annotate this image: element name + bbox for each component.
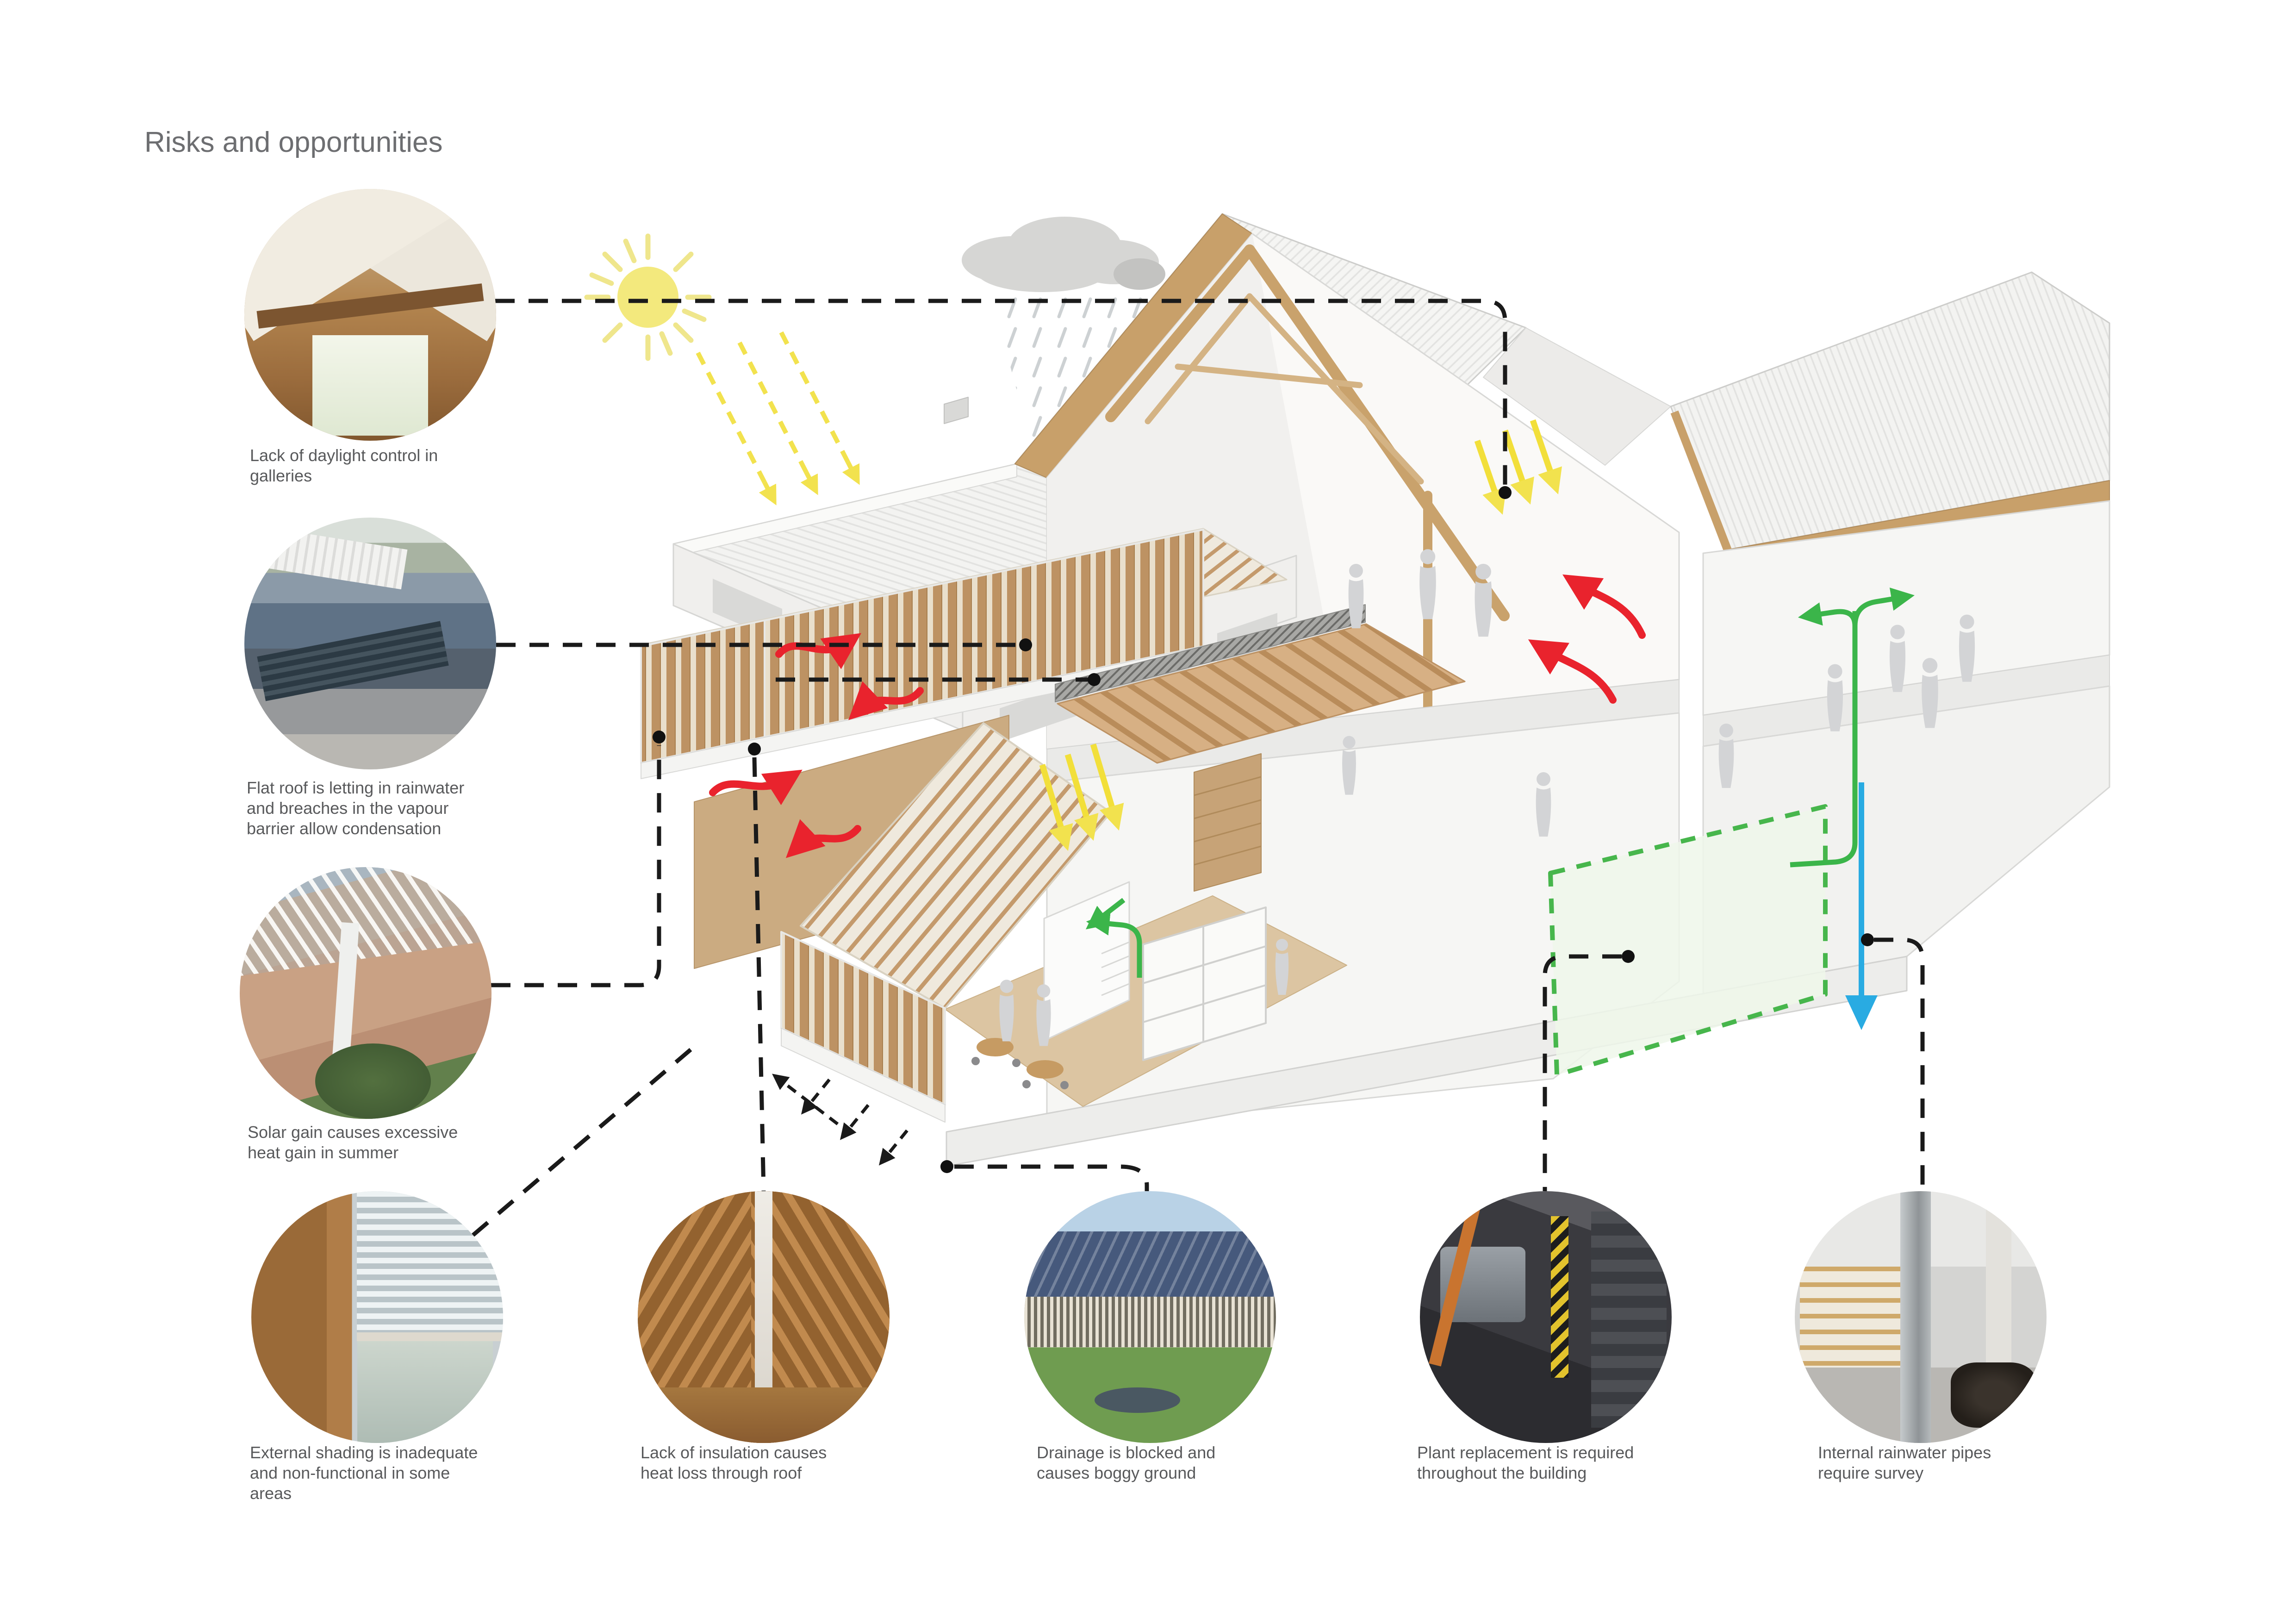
glazing-shape	[1024, 1231, 1276, 1297]
caption-daylight-galleries: Lack of daylight control in galleries	[250, 446, 438, 485]
solar-ray-arrows-yellow	[696, 331, 1562, 851]
leader-drainage	[954, 1164, 1149, 1191]
metal-pipe-shape	[1900, 1191, 1931, 1443]
rainwater-pipe-blue	[1845, 782, 1878, 1030]
lower-window-shape	[357, 1332, 493, 1443]
rain-cloud-icon	[962, 217, 1165, 292]
gutter-grille	[1055, 604, 1366, 702]
page-title: Risks and opportunities	[144, 126, 443, 158]
caption-solar-gain: Solar gain causes excessive heat gain in…	[248, 1123, 458, 1162]
leader-rainwater	[1874, 937, 1925, 1191]
plant-zone-outline	[1548, 804, 1828, 1077]
timber-wall-shape	[638, 1387, 890, 1443]
photo-drainage	[1024, 1191, 1276, 1443]
building-volumes	[640, 213, 2110, 1167]
leader-flow-arrows	[772, 1074, 908, 1166]
photo-roof-insulation	[638, 1191, 890, 1443]
puddle-shape	[1095, 1387, 1181, 1413]
window-frame-shape	[357, 1332, 503, 1341]
heat-loss-arrows-red	[709, 574, 1646, 858]
caption-plant-replacement: Plant replacement is required throughout…	[1417, 1443, 1634, 1482]
timber-deck	[1057, 623, 1466, 764]
blind-slats-shape	[357, 1191, 503, 1337]
column-shape	[1986, 1191, 2011, 1368]
ridge-beam-shape	[754, 1191, 773, 1423]
photo-plant-room	[1420, 1191, 1672, 1443]
photo-daylight-galleries	[244, 189, 496, 441]
roof-sliver	[1483, 327, 1671, 466]
metal-roof-shape	[244, 521, 408, 590]
photo-flat-roof	[244, 518, 496, 769]
photo-rainwater-pipe	[1795, 1191, 2047, 1443]
caption-external-shading: External shading is inadequate and non-f…	[250, 1443, 478, 1503]
photo-external-shading	[251, 1191, 503, 1443]
roof-vent	[944, 397, 969, 424]
photo-solar-gain	[240, 867, 492, 1119]
leader-shading	[472, 1047, 693, 1237]
leader-dots	[653, 486, 1874, 1173]
ventilation-arrows-green	[1085, 898, 1142, 978]
caption-drainage: Drainage is blocked and causes boggy gro…	[1037, 1443, 1216, 1482]
louvre-fins-shape	[1024, 1297, 1276, 1348]
timber-slat-wall	[1194, 753, 1262, 892]
chairs-shape	[1951, 1362, 2037, 1428]
window-glow-shape	[312, 335, 429, 436]
roof-drainage-pipe-green	[1790, 587, 1915, 868]
caption-rainwater-pipes: Internal rainwater pipes require survey	[1818, 1443, 1991, 1482]
timber-truss	[1105, 244, 1510, 759]
leader-solar-gain	[491, 745, 661, 987]
hazard-stripe-shape	[1550, 1216, 1568, 1378]
shrub-shape	[315, 1043, 431, 1119]
caption-roof-insulation: Lack of insulation causes heat loss thro…	[641, 1443, 827, 1482]
glazed-roof-shape	[240, 867, 492, 979]
leader-daylight	[495, 299, 1507, 485]
switch-panels-shape	[1591, 1211, 1667, 1428]
leader-plant	[1543, 954, 1622, 1191]
leader-insulation	[752, 757, 766, 1192]
shelf-unit-shape	[1799, 1267, 1911, 1368]
caption-flat-roof: Flat roof is letting in rainwater and br…	[247, 778, 465, 838]
sun-icon	[584, 233, 712, 361]
leader-lines	[472, 299, 1925, 1237]
timber-plank-shape	[256, 621, 448, 701]
